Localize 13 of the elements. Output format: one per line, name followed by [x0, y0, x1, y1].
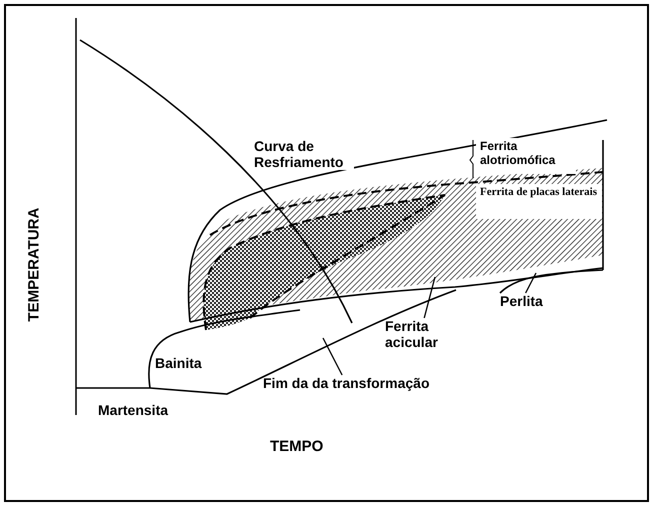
region-label: Fim da da transformação — [263, 375, 430, 392]
region-label: Ferrita acicular — [385, 318, 455, 350]
leader-line — [424, 276, 436, 318]
region-label: Bainita — [155, 355, 202, 372]
axis-title: TEMPERATURA — [25, 207, 43, 322]
region-label: Ferrita de placas laterais — [480, 186, 598, 199]
axis-title: TEMPO — [270, 438, 324, 456]
region-label: Perlita — [500, 293, 543, 310]
curve-label: Curva de Resfriamento — [254, 138, 354, 170]
leader-line — [525, 272, 537, 294]
region-label: Ferrita alotriomófica — [480, 140, 556, 168]
region-label: Martensita — [98, 402, 168, 418]
leader-line — [322, 338, 343, 376]
